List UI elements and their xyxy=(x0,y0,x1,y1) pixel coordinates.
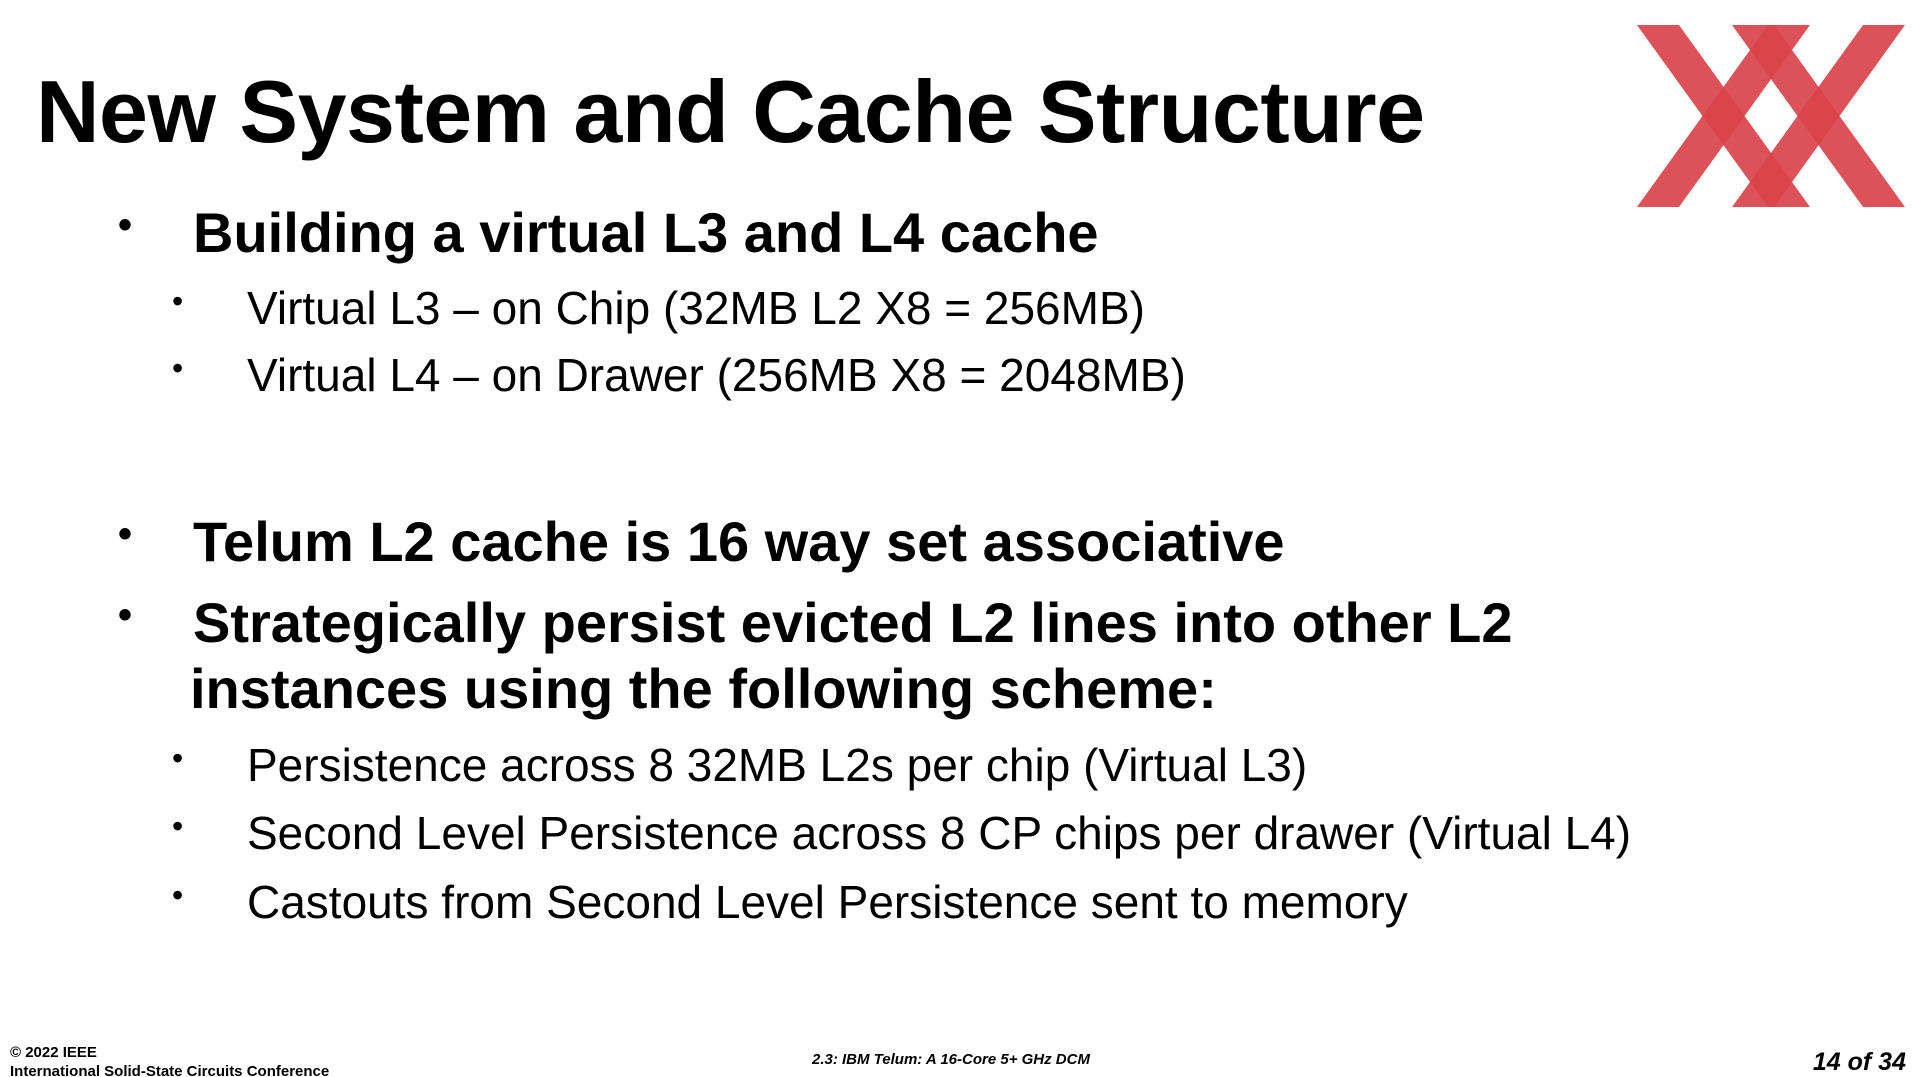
bullet-text: Virtual L4 – on Drawer (256MB X8 = 2048M… xyxy=(247,349,1186,401)
footer-copyright-block: © 2022 IEEE International Solid-State Ci… xyxy=(10,1043,329,1077)
footer-conference: International Solid-State Circuits Confe… xyxy=(10,1063,330,1077)
bullet-text: Virtual L3 – on Chip (32MB L2 X8 = 256MB… xyxy=(247,282,1145,334)
bullet-text: Building a virtual L3 and L4 cache xyxy=(193,201,1099,264)
bullet-text: Persistence across 8 32MB L2s per chip (… xyxy=(247,739,1308,791)
bullet-dot: • xyxy=(172,877,184,913)
bullet-text: Telum L2 cache is 16 way set associative xyxy=(193,510,1285,573)
footer-session: 2.3: IBM Telum: A 16-Core 5+ GHz DCM xyxy=(812,1051,1090,1068)
bullet-dot: • xyxy=(118,593,133,637)
isscc-xx-logo-icon xyxy=(1637,25,1905,207)
bullet-text: Castouts from Second Level Persistence s… xyxy=(247,876,1408,928)
bullet-dot: • xyxy=(118,512,133,556)
slide-title: New System and Cache Structure xyxy=(36,62,1425,161)
bullet-text-line1: Strategically persist evicted L2 lines i… xyxy=(193,591,1513,654)
bullet-dot: • xyxy=(172,283,184,319)
page-number: 14 of 34 xyxy=(1812,1048,1906,1076)
bullet-text: Second Level Persistence across 8 CP chi… xyxy=(247,807,1632,859)
bullet-dot: • xyxy=(172,808,184,844)
bullet-dot: • xyxy=(118,203,133,247)
bullet-dot: • xyxy=(172,740,184,776)
bullet-dot: • xyxy=(172,350,184,386)
footer-copyright: © 2022 IEEE xyxy=(10,1044,97,1061)
bullet-text-line2: instances using the following scheme: xyxy=(190,657,1217,720)
